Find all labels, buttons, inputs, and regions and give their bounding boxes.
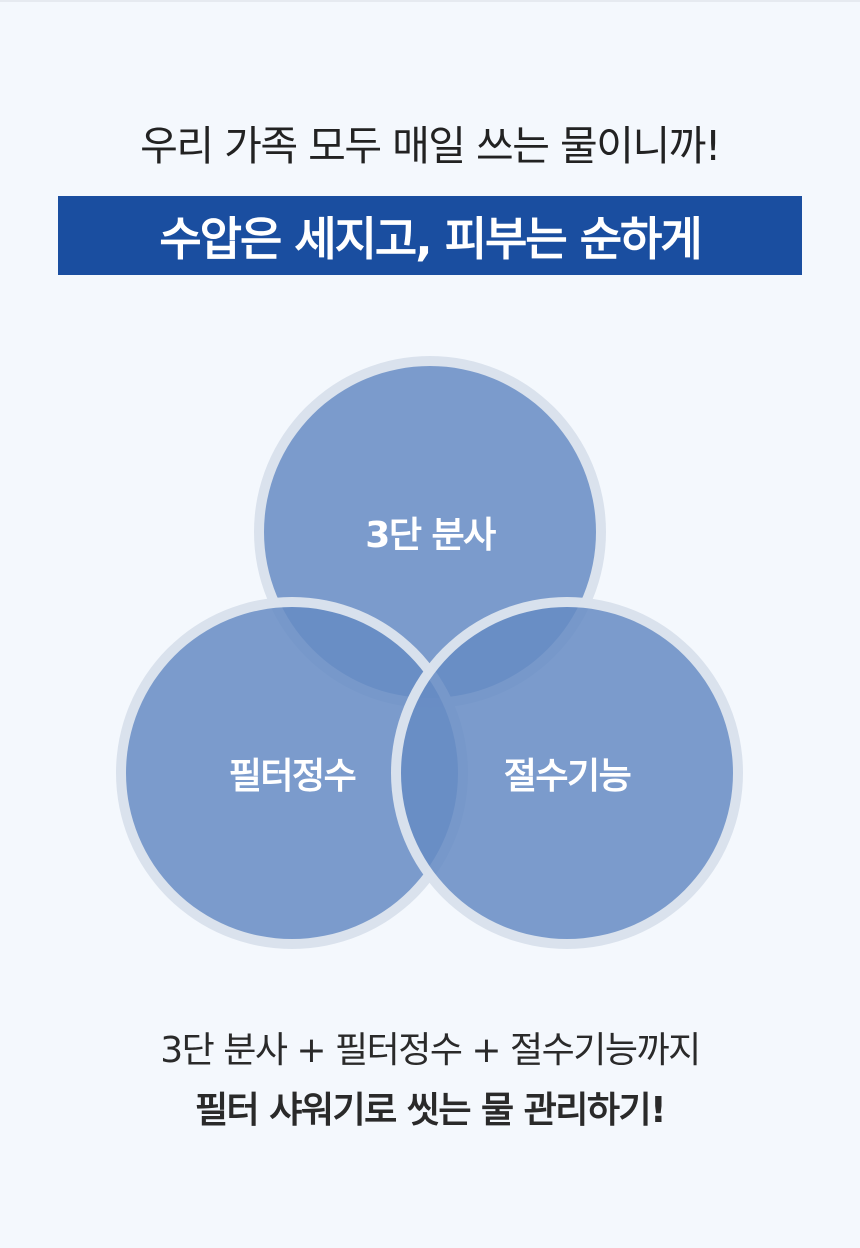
venn-label-filter: 필터정수 xyxy=(228,756,357,797)
headline: 우리 가족 모두 매일 쓰는 물이니까! xyxy=(140,122,721,170)
closing-tagline: 필터 샤워기로 씻는 물 관리하기! xyxy=(194,1090,667,1131)
highlight-banner: 수압은 세지고, 피부는 순하게 xyxy=(58,196,802,275)
venn-label-water-saving: 절수기능 xyxy=(503,756,632,797)
feature-summary: 3단 분사 + 필터정수 + 절수기능까지 xyxy=(160,1030,701,1071)
top-divider xyxy=(0,0,860,2)
banner-text: 수압은 세지고, 피부는 순하게 xyxy=(159,211,702,266)
venn-circle-water-saving: 절수기능 xyxy=(391,597,743,949)
venn-diagram: 3단 분사 필터정수 절수기능 xyxy=(116,356,743,949)
venn-label-spray: 3단 분사 xyxy=(365,515,496,556)
